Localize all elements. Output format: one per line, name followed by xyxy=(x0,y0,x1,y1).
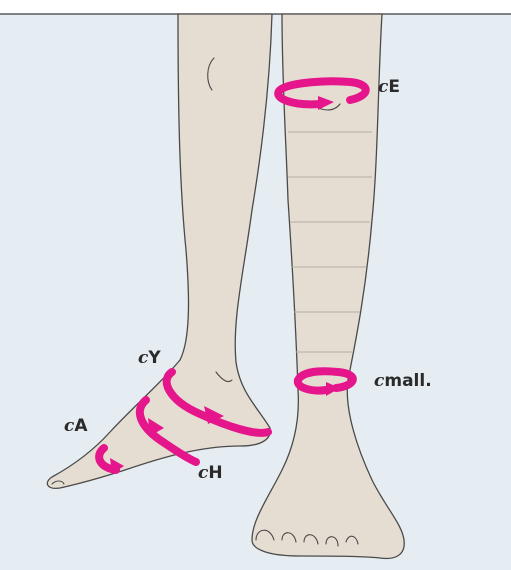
label-cE: cE xyxy=(378,77,400,97)
svg-text:cA: cA xyxy=(64,416,88,436)
label-cmall: cmall. xyxy=(374,371,432,391)
label-cA: cA xyxy=(64,416,88,436)
label-prefix: c xyxy=(64,416,75,436)
svg-text:cH: cH xyxy=(198,463,223,483)
svg-text:cmall.: cmall. xyxy=(374,371,432,391)
label-cY: cY xyxy=(138,348,161,368)
label-prefix: c xyxy=(138,348,149,368)
label-text: Y xyxy=(147,348,161,368)
svg-text:cY: cY xyxy=(138,348,161,368)
label-prefix: c xyxy=(378,77,389,97)
label-text: H xyxy=(208,463,222,483)
label-prefix: c xyxy=(198,463,209,483)
svg-text:cE: cE xyxy=(378,77,400,97)
label-text: E xyxy=(388,77,400,97)
label-text: A xyxy=(74,416,88,436)
label-prefix: c xyxy=(374,371,385,391)
label-text: mall. xyxy=(384,371,431,391)
label-cH: cH xyxy=(198,463,223,483)
